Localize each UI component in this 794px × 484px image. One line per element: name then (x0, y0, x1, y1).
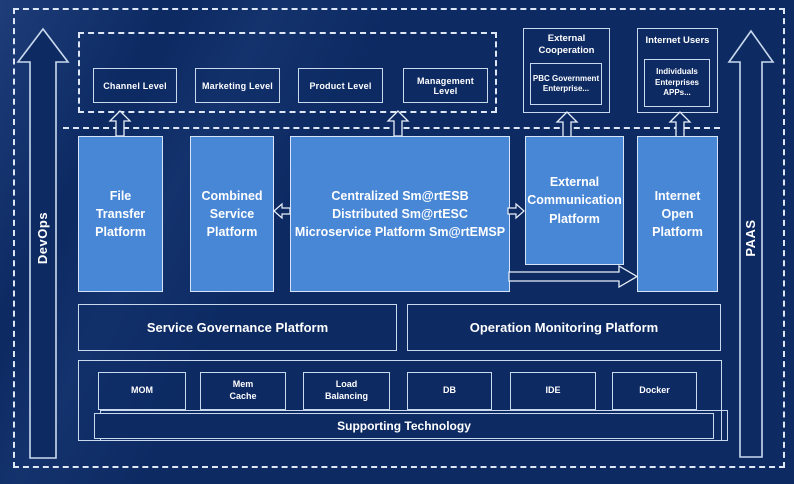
tech-ide-label: IDE (545, 385, 561, 396)
central-esb-platform: Centralized Sm@rtESB Distributed Sm@rtES… (290, 136, 510, 292)
internet-users-members-box: Individuals Enterprises APPs... (644, 59, 710, 107)
tech-mom-label: MOM (131, 385, 153, 396)
tech-box-docker: Docker (612, 372, 697, 410)
internet-users-members: Individuals Enterprises APPs... (654, 67, 700, 98)
marketing-level-box: Marketing Level (195, 68, 280, 103)
tech-mem-cache-label: Mem Cache (229, 379, 257, 401)
operation-monitoring-label: Operation Monitoring Platform (469, 320, 659, 335)
central-esb-platform-label: Centralized Sm@rtESB Distributed Sm@rtES… (294, 188, 506, 240)
tech-docker-label: Docker (639, 385, 670, 396)
paas-label: PAAS (743, 219, 758, 257)
service-governance-platform: Service Governance Platform (78, 304, 397, 351)
tech-box-db: DB (407, 372, 492, 410)
operation-monitoring-platform: Operation Monitoring Platform (407, 304, 721, 351)
supporting-technology-bar: Supporting Technology (94, 413, 714, 439)
supporting-technology-label: Supporting Technology (337, 419, 471, 433)
management-level-label: Management Level (416, 75, 474, 96)
channel-level-label: Channel Level (103, 80, 167, 91)
tech-box-mom: MOM (98, 372, 186, 410)
external-communication-platform-label: External Communication Platform (527, 175, 622, 226)
internet-open-platform-label: Internet Open Platform (652, 188, 703, 240)
devops-label: DevOps (35, 211, 50, 265)
paas-up-arrow-icon (727, 29, 775, 458)
external-cooperation-title: External Cooperation (538, 33, 595, 56)
management-level-box: Management Level (403, 68, 488, 103)
up-arrow-icon (555, 111, 579, 138)
tech-load-balancing-label: Load Balancing (324, 379, 368, 401)
up-arrow-icon (108, 110, 132, 137)
marketing-level-label: Marketing Level (201, 80, 274, 91)
horizontal-dashed-line (63, 127, 720, 129)
tech-box-mem-cache: Mem Cache (200, 372, 286, 410)
internet-users-box: Internet Users Individuals Enterprises A… (637, 28, 718, 113)
service-governance-label: Service Governance Platform (146, 320, 329, 335)
flow-right-arrow-icon (508, 264, 639, 289)
devops-up-arrow-icon (16, 27, 70, 459)
up-arrow-icon (386, 110, 410, 137)
product-level-label: Product Level (309, 80, 372, 91)
tech-box-ide: IDE (510, 372, 596, 410)
external-cooperation-members-box: PBC Government Enterprise... (530, 63, 602, 105)
internet-users-title: Internet Users (645, 35, 710, 46)
levels-dashed-band (78, 32, 497, 113)
file-transfer-platform: File Transfer Platform (78, 136, 163, 292)
product-level-box: Product Level (298, 68, 383, 103)
left-arrow-icon (273, 202, 291, 220)
channel-level-box: Channel Level (93, 68, 177, 103)
tech-db-label: DB (443, 385, 456, 396)
external-cooperation-members: PBC Government Enterprise... (532, 73, 600, 93)
combined-service-platform: Combined Service Platform (190, 136, 274, 292)
external-communication-platform: External Communication Platform (525, 136, 624, 265)
external-cooperation-box: External Cooperation PBC Government Ente… (523, 28, 610, 113)
internet-open-platform: Internet Open Platform (637, 136, 718, 292)
tech-box-load-balancing: Load Balancing (303, 372, 390, 410)
outer-dashed-frame (13, 8, 785, 468)
right-arrow-icon (507, 202, 525, 220)
up-arrow-icon (668, 111, 692, 138)
file-transfer-platform-label: File Transfer Platform (95, 188, 146, 240)
combined-service-platform-label: Combined Service Platform (201, 188, 263, 240)
